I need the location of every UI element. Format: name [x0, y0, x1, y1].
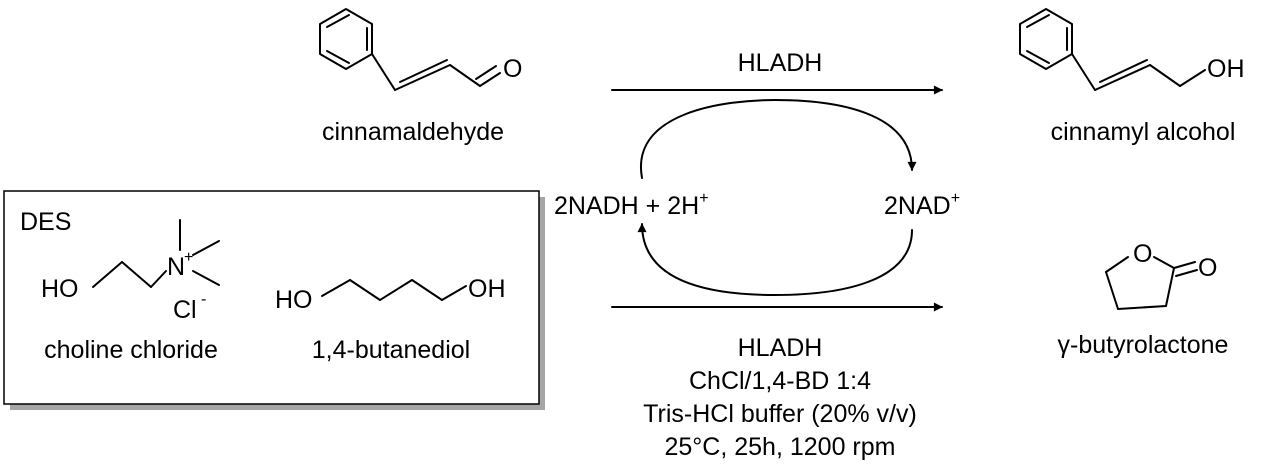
butanediol-left-hydroxyl: HO [275, 286, 313, 314]
gbl-carbonyl-oxygen: O [1198, 254, 1217, 282]
nad-reduction-arrow [637, 223, 913, 296]
cinnamaldehyde-label: cinnamaldehyde [322, 118, 504, 146]
condition-line-2: ChCl/1,4-BD 1:4 [689, 367, 871, 395]
cinnamyl-alcohol-structure: OH [1019, 8, 1245, 91]
condition-line-3: Tris-HCl buffer (20% v/v) [643, 400, 917, 428]
nadh-oxidation-arrow [639, 99, 917, 179]
choline-nitrogen-charge: + [184, 249, 193, 266]
chloride-ion: Cl [173, 296, 197, 324]
cinnamaldehyde-structure: O [319, 8, 522, 91]
des-box: DES HO N + Cl - choline chloride HO OH 1… [3, 190, 545, 410]
cinnamyl-alcohol-label: cinnamyl alcohol [1051, 118, 1236, 146]
gamma-butyrolactone-label: γ-butyrolactone [1058, 331, 1229, 359]
choline-nitrogen: N [167, 253, 185, 281]
reaction-conditions: HLADH ChCl/1,4-BD 1:4 Tris-HCl buffer (2… [643, 334, 917, 461]
cinnamyl-alcohol-hydroxyl: OH [1207, 55, 1245, 83]
butanediol-label: 1,4-butanediol [312, 336, 470, 364]
nad-charge: + [951, 190, 960, 207]
chloride-charge: - [201, 291, 206, 308]
choline-chloride-label: choline chloride [44, 336, 218, 364]
condition-line-4: 25°C, 25h, 1200 rpm [665, 433, 896, 461]
proton-charge: + [699, 190, 708, 207]
choline-hydroxyl: HO [41, 275, 79, 303]
gbl-ring-oxygen: O [1133, 240, 1152, 268]
cinnamaldehyde-oxygen-atom: O [503, 55, 522, 83]
condition-line-1: HLADH [738, 334, 823, 362]
butanediol-right-hydroxyl: OH [468, 275, 506, 303]
gamma-butyrolactone-structure: O O [1105, 240, 1217, 310]
nad-text: 2NAD [884, 192, 951, 220]
nadh-text: 2NADH + 2H [554, 192, 699, 220]
nadh-cofactor: 2NADH + 2H+ [554, 190, 709, 220]
des-title: DES [20, 208, 71, 236]
nad-cofactor: 2NAD+ [884, 190, 960, 220]
enzyme-top-label: HLADH [738, 49, 823, 77]
